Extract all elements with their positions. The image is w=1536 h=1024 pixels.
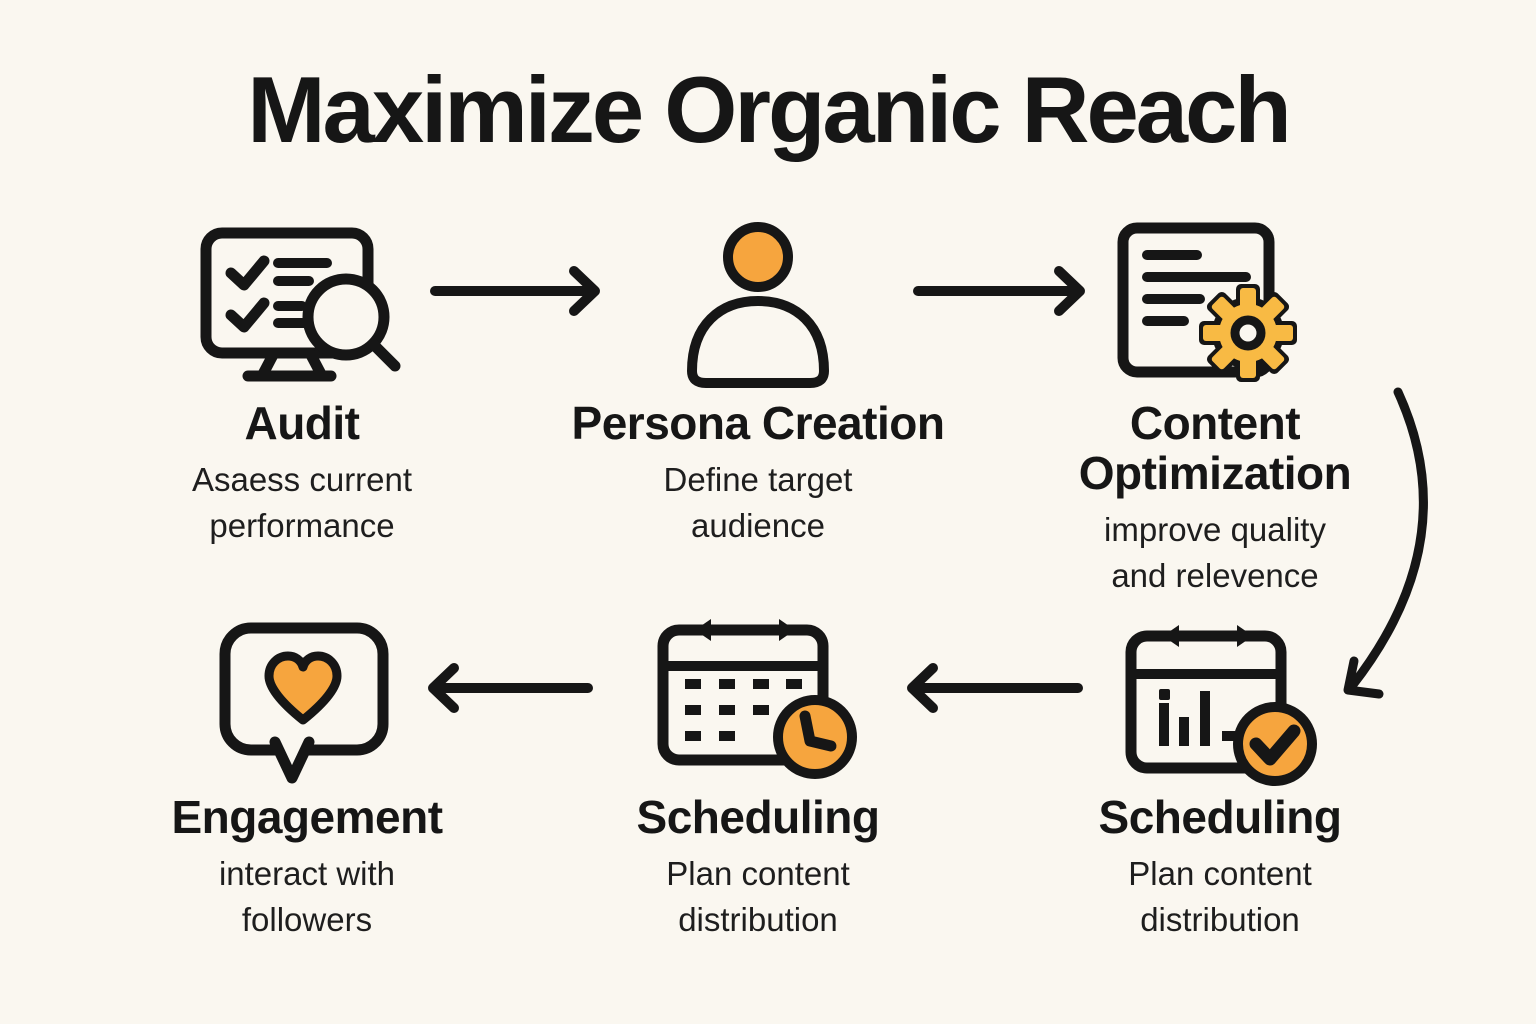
- person-icon: [686, 212, 831, 398]
- step-title: Persona Creation: [571, 397, 945, 449]
- step-persona-creation: Persona Creation Define target audience: [538, 212, 978, 549]
- step-title: Audit: [244, 397, 360, 449]
- speech-bubble-heart-icon: [217, 612, 397, 792]
- step-engagement: Engagement interact with followers: [87, 612, 527, 943]
- step-content-optimization: Content Optimization improve quality and…: [995, 212, 1435, 599]
- step-title: Scheduling: [1098, 791, 1342, 843]
- step-subtitle: interact with followers: [218, 855, 396, 938]
- step-scheduling-right: Scheduling Plan content distribution: [1000, 612, 1440, 943]
- step-subtitle: Asaess current performance: [191, 461, 413, 544]
- step-scheduling-middle: Scheduling Plan content distribution: [538, 612, 978, 943]
- step-subtitle: Plan content distribution: [1128, 855, 1312, 938]
- step-subtitle: improve quality and relevence: [1104, 511, 1326, 594]
- step-title: Content Optimization: [1078, 397, 1352, 499]
- step-title: Scheduling: [636, 791, 880, 843]
- step-audit: Audit Asaess current performance: [82, 212, 522, 549]
- step-subtitle: Define target audience: [663, 461, 853, 544]
- step-title: Engagement: [171, 791, 443, 843]
- monitor-checklist-magnifier-icon: [196, 212, 408, 398]
- calendar-clock-icon: [655, 612, 861, 792]
- page-title: Maximize Organic Reach: [247, 57, 1292, 162]
- document-gear-icon: [1115, 212, 1315, 398]
- calendar-chart-check-icon: [1118, 612, 1323, 792]
- step-subtitle: Plan content distribution: [666, 855, 850, 938]
